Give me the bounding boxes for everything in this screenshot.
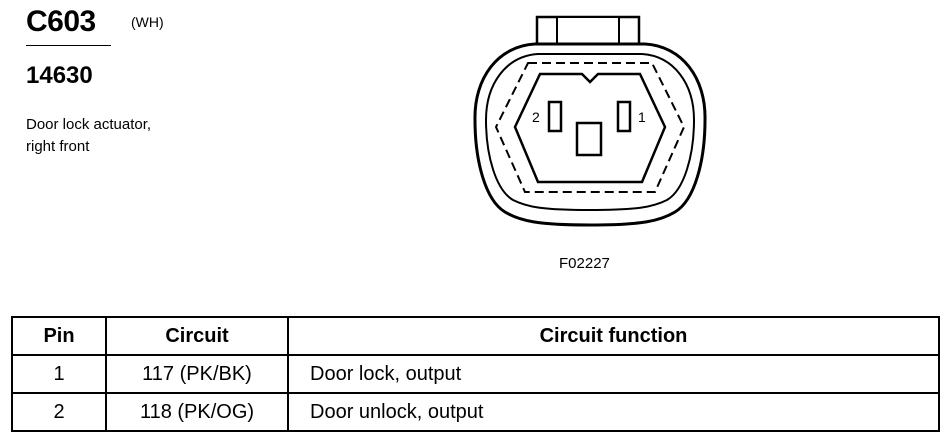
pin-cell: 2 — [11, 392, 107, 432]
pin-cell: 1 — [11, 354, 107, 394]
connector-color-code: (WH) — [131, 14, 164, 30]
description-line-2: right front — [26, 138, 90, 155]
function-cell: Door unlock, output — [287, 392, 940, 432]
connector-face-diagram: 2 1 — [473, 15, 707, 227]
description-line-1: Door lock actuator, — [26, 116, 152, 133]
table-row: 1 117 (PK/BK) Door lock, output — [11, 354, 940, 394]
function-cell: Door lock, output — [287, 354, 940, 394]
figure-id: F02227 — [559, 255, 610, 272]
circuit-cell: 117 (PK/BK) — [105, 354, 289, 394]
header-pin: Pin — [11, 316, 107, 356]
pin-1-terminal — [616, 100, 632, 133]
connector-seal-outline — [494, 62, 686, 193]
table-row: 2 118 (PK/OG) Door unlock, output — [11, 392, 940, 432]
center-key-slot — [575, 121, 603, 157]
header-circuit: Circuit — [105, 316, 289, 356]
connector-inner-housing — [484, 53, 696, 212]
title-underline — [26, 45, 111, 46]
pinout-table: Pin Circuit Circuit function 1 117 (PK/B… — [11, 316, 940, 432]
part-number: 14630 — [26, 62, 93, 89]
pin-2-terminal — [547, 100, 563, 133]
header-circuit-function: Circuit function — [287, 316, 940, 356]
pin-1-label: 1 — [638, 109, 646, 125]
connector-id: C603 — [26, 5, 96, 38]
circuit-cell: 118 (PK/OG) — [105, 392, 289, 432]
table-header-row: Pin Circuit Circuit function — [11, 316, 940, 356]
pin-2-label: 2 — [532, 109, 540, 125]
